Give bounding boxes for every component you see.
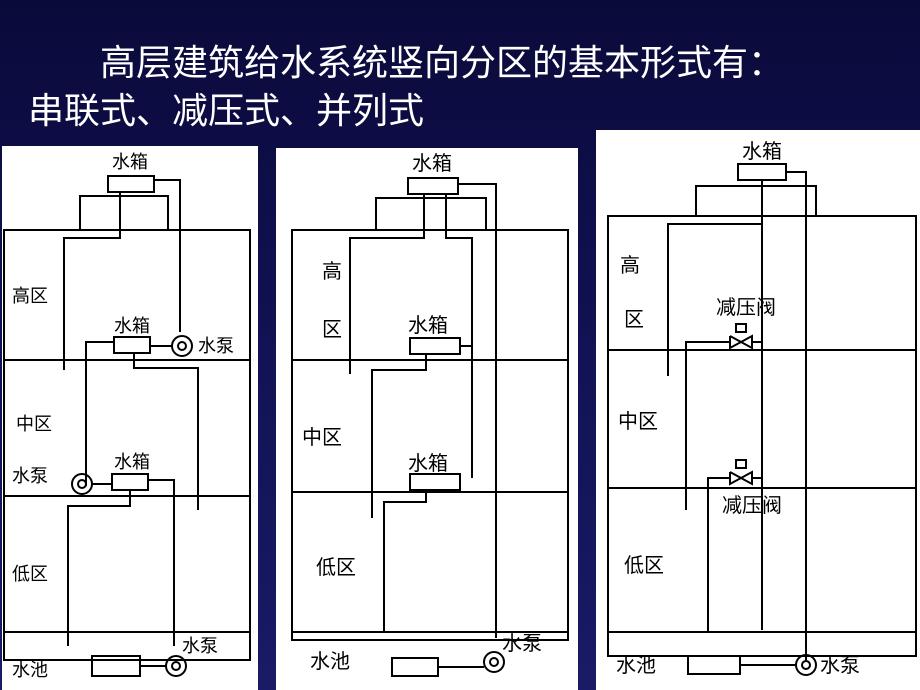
tank-mid-label: 水箱 <box>114 452 150 473</box>
reducing-valve-system-diagram: 水箱 高 区 减压阀 中区 减压阀 低区 水池 水泵 <box>596 130 920 690</box>
parallel-system-diagram: 水箱 高 区 水箱 中区 水箱 低区 水泵 水池 <box>276 148 578 690</box>
valve-lower-label: 减压阀 <box>722 493 782 517</box>
tank-mid <box>409 337 461 355</box>
pump-icon <box>483 651 505 673</box>
top-tank-label: 水箱 <box>742 139 782 163</box>
title-line-1: 高层建筑给水系统竖向分区的基本形式有： <box>100 43 785 84</box>
building-outline <box>3 229 251 661</box>
tank-high <box>113 336 151 354</box>
zone-high-label-2: 区 <box>322 317 342 341</box>
zone-low-label: 低区 <box>316 555 356 579</box>
valve-lower-icon <box>735 459 747 469</box>
title-line-2: 串联式、减压式、并列式 <box>28 91 425 132</box>
valve-upper-icon <box>735 323 747 333</box>
top-tank <box>107 175 155 193</box>
top-tank-label: 水箱 <box>412 151 452 175</box>
pump-mid-icon <box>71 473 93 495</box>
tank-low <box>409 473 461 491</box>
pump-mid-label: 水泵 <box>12 466 48 487</box>
pool-label: 水池 <box>310 649 350 673</box>
series-system-diagram: 水箱 高区 水箱 水泵 中区 水箱 水泵 低区 水泵 水池 <box>2 146 258 690</box>
water-pool <box>687 655 741 675</box>
pump-label: 水泵 <box>502 631 542 655</box>
zone-low-label: 低区 <box>12 564 48 585</box>
zone-low-label: 低区 <box>624 553 664 577</box>
zone-high-label-1: 高 <box>322 259 342 283</box>
top-tank <box>737 163 787 181</box>
pump-high-label: 水泵 <box>198 336 234 357</box>
pump-low-label: 水泵 <box>182 636 218 657</box>
top-tank-label: 水箱 <box>112 152 148 173</box>
top-tank <box>407 177 459 195</box>
tank-low-label: 水箱 <box>408 451 448 475</box>
slide-title: 高层建筑给水系统竖向分区的基本形式有： 串联式、减压式、并列式 <box>0 40 900 136</box>
zone-mid-label: 中区 <box>302 425 342 449</box>
zone-mid-label: 中区 <box>618 409 658 433</box>
zone-high-label-2: 区 <box>624 307 644 331</box>
zone-mid-label: 中区 <box>16 414 52 435</box>
tank-mid <box>111 473 149 491</box>
valve-upper-label: 减压阀 <box>716 295 776 319</box>
pump-label: 水泵 <box>820 653 860 677</box>
water-pool <box>391 657 439 677</box>
pump-high-icon <box>171 335 193 357</box>
zone-high-label-1: 高 <box>620 253 640 277</box>
tank-high-label: 水箱 <box>114 316 150 337</box>
zone-high-label: 高区 <box>12 286 48 307</box>
pool-label: 水池 <box>616 653 656 677</box>
building-outline <box>291 229 569 641</box>
tank-mid-label: 水箱 <box>408 313 448 337</box>
pool-label: 水池 <box>12 660 48 681</box>
